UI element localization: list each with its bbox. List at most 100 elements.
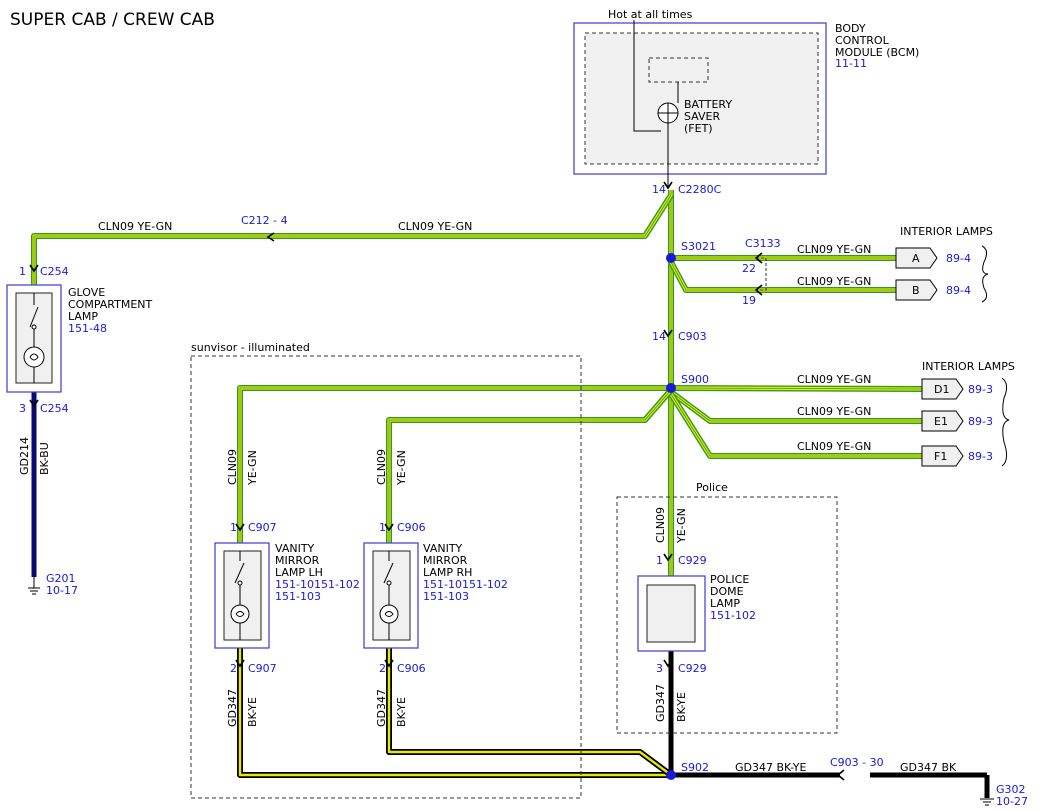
vanity-rh-ref1[interactable]: 151-10151-102 — [423, 578, 508, 591]
interior-lamps-label-1: INTERIOR LAMPS — [900, 225, 993, 238]
c254-bot-pin: 3 — [19, 402, 26, 415]
wire-label-police-cln09: CLN09 — [654, 507, 667, 543]
c907-bot-connector[interactable]: C907 — [248, 662, 277, 675]
wire-vanity-lh-feed — [237, 385, 671, 543]
lamp-connector-b[interactable]: B — [895, 279, 938, 301]
g302-ref[interactable]: 10-27 — [996, 795, 1028, 808]
vanity-rh-ref2[interactable]: 151-103 — [423, 590, 469, 603]
vanity-lh-ref2[interactable]: 151-103 — [275, 590, 321, 603]
c212-connector[interactable]: C212 - 4 — [241, 214, 288, 227]
c929-bot-pin: 3 — [656, 662, 663, 675]
lamp-ref-d1[interactable]: 89-3 — [968, 383, 993, 396]
vanity-lh-bulb-icon — [230, 604, 250, 624]
glove-bulb-icon — [23, 346, 45, 368]
c254-top-connector[interactable]: C254 — [40, 265, 69, 278]
lamp-connector-d1[interactable]: D1 — [921, 378, 964, 400]
glove-compartment-lamp: 1 C254 GLOVE COMPARTMENT LAMP 151-48 3 C… — [6, 265, 153, 597]
c929-bot-connector[interactable]: C929 — [678, 662, 707, 675]
chevron-c903-icon — [663, 329, 673, 338]
c907-top-pin: 1 — [230, 521, 237, 534]
wire-label-lamp-b: CLN09 YE-GN — [797, 275, 871, 288]
bcm-ref-link[interactable]: 11-11 — [835, 57, 867, 70]
wire-label-gd347-bkye: GD347 BK-YE — [735, 761, 806, 774]
fet-label-line1: BATTERY — [684, 98, 732, 111]
police-label: Police — [696, 481, 728, 494]
c2280c-connector[interactable]: C2280C — [678, 183, 722, 196]
police-region — [616, 496, 838, 734]
page-title: SUPER CAB / CREW CAB — [10, 10, 215, 30]
vanity-lh-ref1[interactable]: 151-10151-102 — [275, 578, 360, 591]
glove-label-line2: COMPARTMENT — [68, 298, 153, 311]
lamp-ref-f1[interactable]: 89-3 — [968, 450, 993, 463]
c3133-label[interactable]: C3133 — [745, 237, 781, 250]
bcm-name-line3: MODULE (BCM) — [835, 46, 919, 59]
vanity-lh-line3: LAMP LH — [275, 566, 323, 579]
lamp-id-b: B — [912, 284, 920, 297]
lamp-connector-e1[interactable]: E1 — [921, 410, 964, 432]
vanity-rh-line2: MIRROR — [423, 554, 468, 567]
wire-label-lamp-e1: CLN09 YE-GN — [797, 405, 871, 418]
c903-30-connector[interactable]: C903 - 30 — [830, 756, 884, 769]
chevron-c906-top-icon — [384, 523, 394, 532]
glove-ref-link[interactable]: 151-48 — [68, 322, 107, 335]
wire-vanity-rh-feed — [386, 388, 674, 543]
g302-label[interactable]: G302 — [996, 783, 1026, 796]
c907-top-connector[interactable]: C907 — [248, 521, 277, 534]
chevron-c907-top-icon — [235, 523, 245, 532]
lamp-ref-e1[interactable]: 89-3 — [968, 415, 993, 428]
splice-s902[interactable] — [666, 770, 676, 780]
brace-icon — [981, 245, 989, 303]
splice-s3021[interactable] — [666, 253, 676, 263]
vanity-rh-switch-icon — [383, 562, 394, 584]
s902-label[interactable]: S902 — [681, 761, 709, 774]
c254-bot-connector[interactable]: C254 — [40, 402, 69, 415]
wire-lamp-d1 — [670, 385, 923, 392]
police-dome-lamp: 1 C929 POLICE DOME LAMP 151-102 3 C929 — [637, 554, 756, 675]
glove-switch-icon — [29, 306, 39, 328]
wire-label-lh-cln09: CLN09 — [226, 449, 239, 485]
vanity-rh-inner — [372, 550, 411, 641]
wire-label-lamp-d1: CLN09 YE-GN — [797, 373, 871, 386]
wire-label-c212: CLN09 YE-GN — [398, 220, 472, 233]
c906-top-connector[interactable]: C906 — [397, 521, 426, 534]
c903-pin: 14 — [652, 330, 666, 343]
bcm-name-line2: CONTROL — [835, 34, 890, 47]
police-lamp-ref[interactable]: 151-102 — [710, 609, 756, 622]
wire-label-rh-bkye: BK-YE — [395, 697, 408, 727]
wires-layer — [31, 190, 987, 778]
s900-label[interactable]: S900 — [681, 373, 709, 386]
bcm-name-line1: BODY — [835, 22, 866, 35]
lamp-connector-a[interactable]: A — [895, 247, 938, 269]
wire-label-lh-yegn: YE-GN — [246, 450, 259, 486]
c903-connector[interactable]: C903 — [678, 330, 707, 343]
c2280c-pin: 14 — [652, 183, 666, 196]
wire-label-rh-gd347: GD347 — [375, 689, 388, 727]
brace-icon — [1001, 377, 1010, 467]
vanity-lh-line1: VANITY — [275, 542, 315, 555]
g201-ref[interactable]: 10-17 — [46, 584, 78, 597]
interior-lamps-label-2: INTERIOR LAMPS — [922, 360, 1015, 373]
splice-s900[interactable] — [666, 383, 676, 393]
lamp-ref-b[interactable]: 89-4 — [946, 284, 971, 297]
lamp-connector-f1[interactable]: F1 — [921, 445, 964, 467]
g201-label[interactable]: G201 — [46, 572, 76, 585]
wire-label-bkbu: BK-BU — [38, 442, 51, 475]
vanity-lh-switch-icon — [234, 562, 245, 584]
chevron-c903-30-icon — [836, 769, 845, 781]
chevron-c929-bot-icon — [663, 659, 673, 668]
lamp-ref-a[interactable]: 89-4 — [946, 252, 971, 265]
c3133-pin19: 19 — [742, 294, 756, 307]
c907-bot-pin: 2 — [230, 662, 237, 675]
wire-label-lh-bkye: BK-YE — [246, 697, 259, 727]
wire-label-lamp-a: CLN09 YE-GN — [797, 243, 871, 256]
c906-bot-pin: 2 — [379, 662, 386, 675]
c929-top-connector[interactable]: C929 — [678, 554, 707, 567]
wire-glove-feed — [31, 193, 674, 285]
c906-bot-connector[interactable]: C906 — [397, 662, 426, 675]
s3021-label[interactable]: S3021 — [681, 240, 716, 253]
interior-lamps-group-1: INTERIOR LAMPS A 89-4 B 89-4 — [895, 225, 993, 303]
lamp-id-a: A — [912, 252, 920, 265]
wire-label-lamp-f1: CLN09 YE-GN — [797, 440, 871, 453]
lamp-id-f1: F1 — [934, 450, 947, 463]
wire-label-police-yegn: YE-GN — [675, 508, 688, 544]
